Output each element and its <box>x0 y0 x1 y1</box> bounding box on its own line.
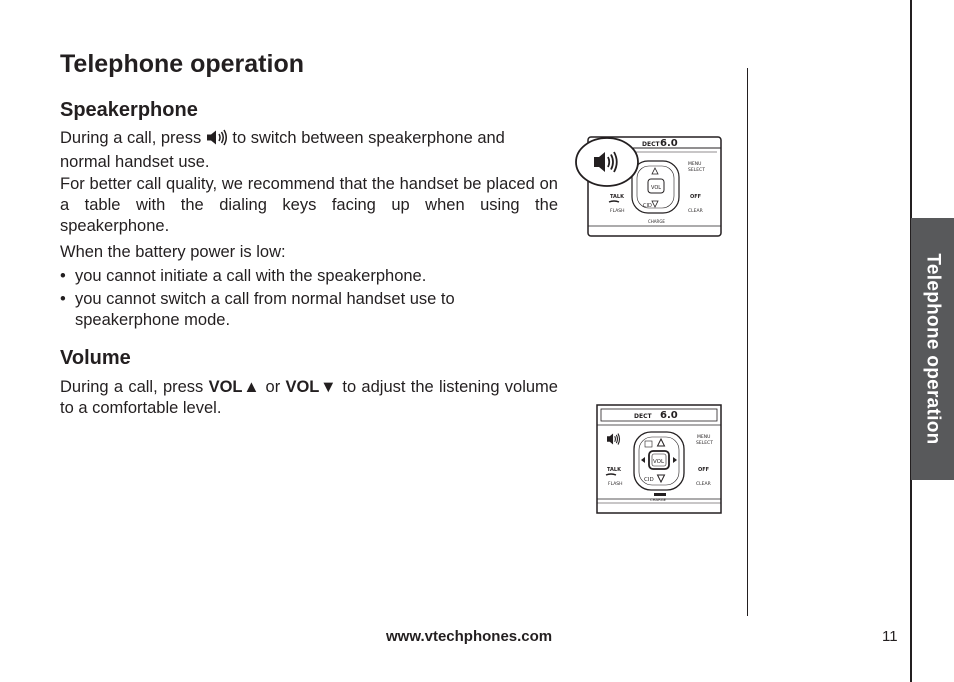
cid-label: CID <box>644 477 654 483</box>
brand-text: DECT <box>642 141 660 148</box>
volume-or: or <box>265 378 281 396</box>
bullet-text: you cannot switch a call from normal han… <box>75 290 455 329</box>
flash-label: FLASH <box>610 208 625 214</box>
footer-url: www.vtechphones.com <box>386 628 553 645</box>
charge-label: CHARGE <box>650 497 667 502</box>
version-text: 6.0 <box>660 410 678 421</box>
speakerphone-heading: Speakerphone <box>60 99 198 121</box>
clear-label: CLEAR <box>696 481 711 487</box>
vol-label: VOL <box>653 459 665 465</box>
page-title: Telephone operation <box>60 50 304 78</box>
flash-label: FLASH <box>608 481 623 487</box>
speakerphone-paragraph-1: During a call, press to switch between s… <box>60 128 558 173</box>
select-label: SELECT <box>696 440 713 446</box>
select-label: SELECT <box>688 167 705 173</box>
section-tab-label: Telephone operation <box>922 253 944 445</box>
page-number: 11 <box>882 628 898 645</box>
speaker-icon <box>206 129 228 152</box>
vol-down-key: VOL▼ <box>285 378 338 396</box>
handset-speakerphone-illustration: DECT 6.0 MENU SELECT TALK FLASH OFF CLEA… <box>575 136 722 237</box>
off-label: OFF <box>698 467 709 473</box>
cid-label: CID <box>643 203 652 209</box>
bullet-dot: • <box>60 267 66 285</box>
charge-label: CHARGE <box>648 219 665 224</box>
volume-p-before: During a call, press <box>60 378 204 396</box>
speakerphone-paragraph-2: For better call quality, we recommend th… <box>60 175 558 235</box>
off-label: OFF <box>690 194 701 200</box>
volume-paragraph: During a call, press VOL▲ or VOL▼ to adj… <box>60 377 558 419</box>
handset-volume-illustration: DECT 6.0 MENU SELECT TALK FLASH OFF CLEA… <box>596 404 722 514</box>
bullet-text: you cannot initiate a call with the spea… <box>75 267 427 285</box>
vol-label: VOL <box>651 185 661 191</box>
speaker-key-icon <box>594 151 618 173</box>
column-divider <box>747 68 748 616</box>
talk-label: TALK <box>610 194 625 200</box>
bullet-dot: • <box>60 290 66 308</box>
talk-label: TALK <box>607 467 622 473</box>
version-text: 6.0 <box>660 138 678 149</box>
volume-heading: Volume <box>60 347 131 369</box>
page-edge-border <box>910 0 912 682</box>
menu-label: MENU <box>697 434 710 440</box>
speakerphone-paragraph-3: When the battery power is low: <box>60 243 286 261</box>
vol-up-key: VOL▲ <box>208 378 261 396</box>
speakerphone-p1-before: During a call, press <box>60 129 202 147</box>
brand-text: DECT <box>634 413 652 420</box>
menu-label: MENU <box>688 161 701 167</box>
section-tab: Telephone operation <box>911 218 954 480</box>
volume-p-after: to adjust the listening volume to a comf… <box>60 378 558 417</box>
clear-label: CLEAR <box>688 208 703 214</box>
speaker-key-icon <box>607 433 621 445</box>
speakerphone-p1-after: to switch between speakerphone and norma… <box>60 129 505 171</box>
